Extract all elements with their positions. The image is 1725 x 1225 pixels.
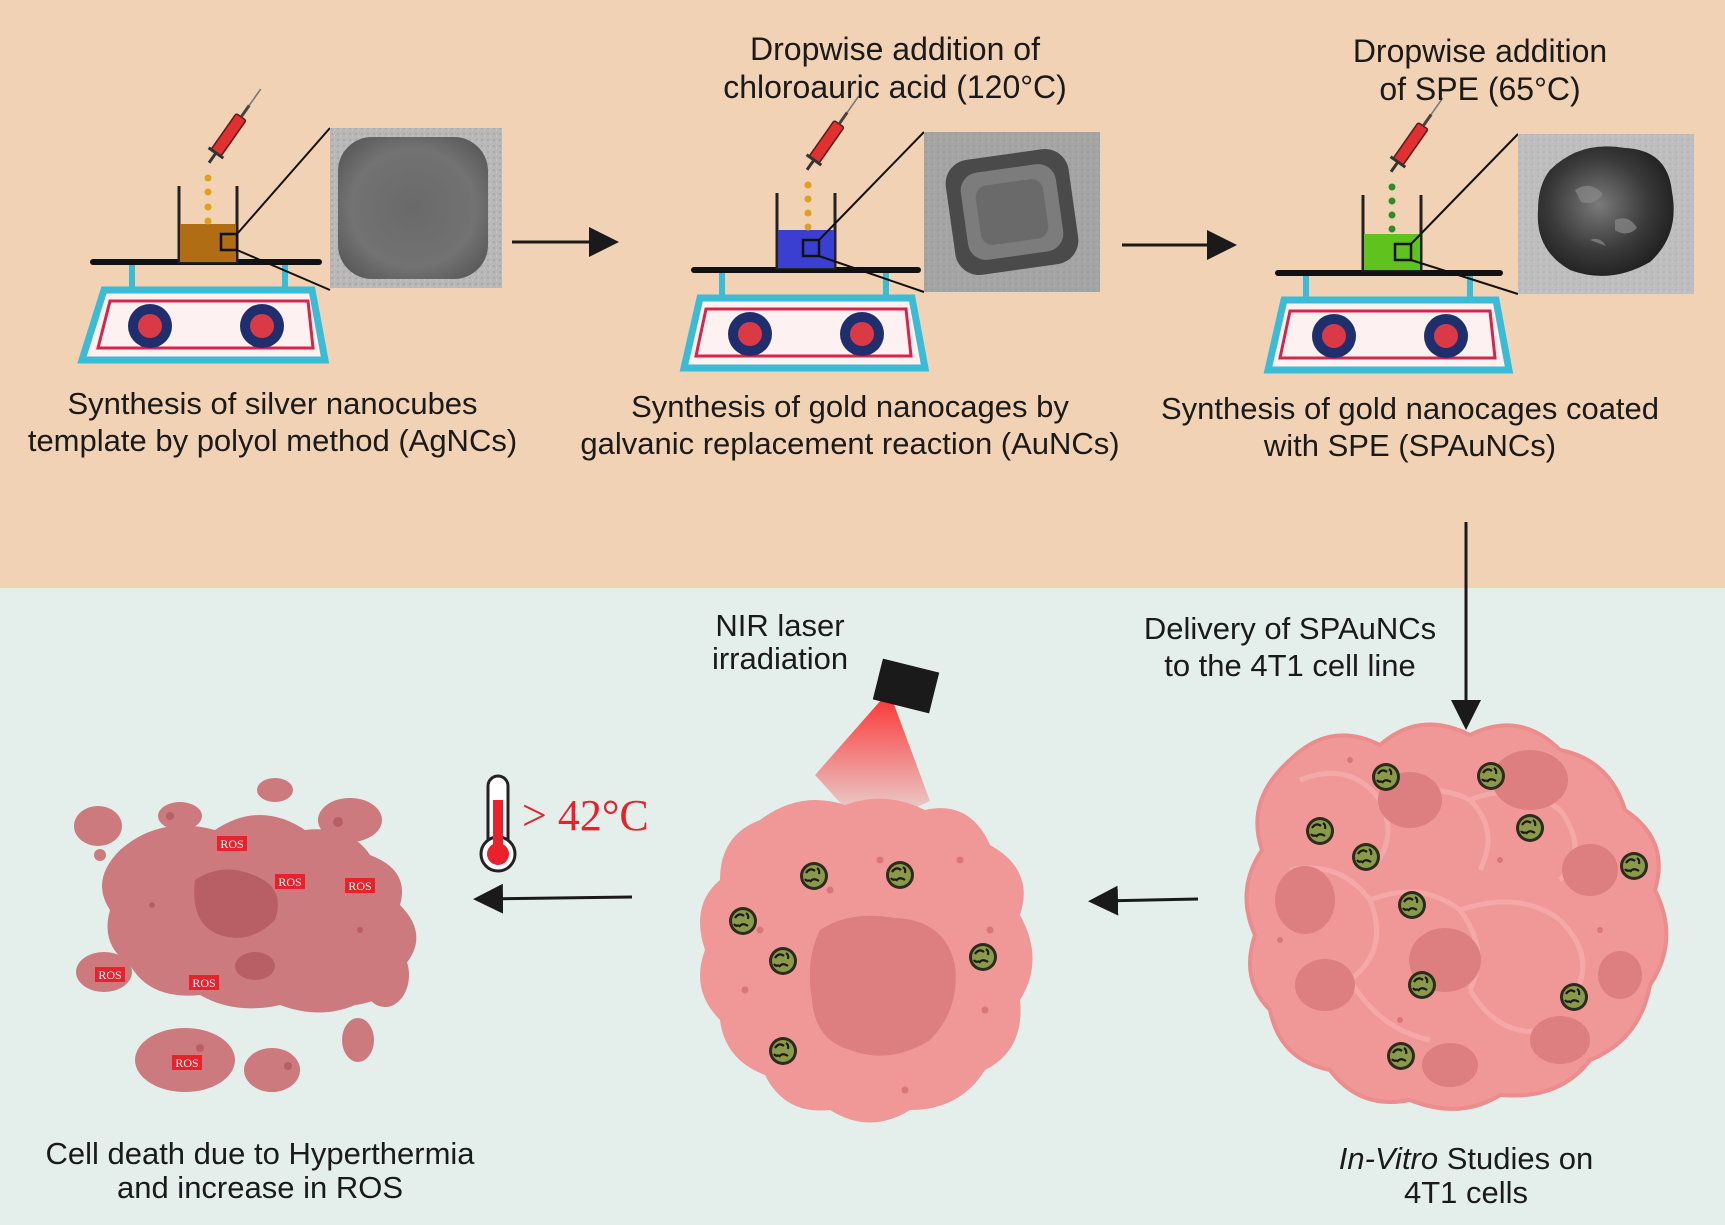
step2-caption: Synthesis of gold nanocages by galvanic … [580,389,1120,462]
irradiated-cell [700,798,1033,1123]
laser-label: NIR laser irradiation [711,608,849,676]
ros-badge: ROS [275,874,305,889]
step2-header: Dropwise addition of chloroauric acid (1… [723,31,1067,106]
delivery-label: Delivery of SPAuNCs to the 4T1 cell line [1143,611,1437,684]
svg-text:ROS: ROS [348,879,371,893]
svg-text:ROS: ROS [98,968,121,982]
svg-text:ROS: ROS [220,837,243,851]
beaker-3 [1361,133,1519,295]
laser-head [872,658,940,714]
step1-caption: Synthesis of silver nanocubes template b… [27,386,518,459]
beaker-1 [177,127,331,291]
laser-beam [815,691,930,830]
tem-image-spauncs [1518,134,1694,294]
syringe-1 [207,88,262,164]
tem-image-auncs [924,132,1100,292]
invitro-italic: In-Vitro [1338,1141,1439,1176]
arrow-cluster-to-irradiated [1088,885,1199,916]
invitro-label: In-Vitro Studies on 4T1 cells [1338,1141,1594,1211]
ros-badge: ROS [172,1055,202,1070]
cell-death-label: Cell death due to Hyperthermia and incre… [45,1136,475,1206]
ros-markers: ROS ROS ROS ROS ROS ROS [95,836,375,1070]
cell-cluster-4t1 [1244,722,1669,1111]
svg-text:ROS: ROS [175,1056,198,1070]
thermometer-icon [479,774,517,873]
beaker-2 [775,131,925,293]
arrow-irradiated-to-dead [473,883,633,914]
hotplate-1 [77,259,330,364]
hotplate-2 [679,267,930,372]
step3-header: Dropwise addition of SPE (65°C) [1352,33,1608,108]
ros-badge: ROS [345,878,375,893]
ros-badge: ROS [189,975,219,990]
ros-badge: ROS [95,967,125,982]
step3-caption: Synthesis of gold nanocages coated with … [1160,391,1660,464]
syringe-3 [1389,97,1444,173]
dead-cell [74,778,417,1092]
svg-text:ROS: ROS [278,875,301,889]
ros-badge: ROS [217,836,247,851]
syringe-2 [805,95,860,171]
tem-image-agncs [330,128,502,288]
hotplate-3 [1263,270,1514,374]
laser-device [815,658,940,830]
svg-text:ROS: ROS [192,976,215,990]
temperature-label: > 42°C [522,791,649,840]
